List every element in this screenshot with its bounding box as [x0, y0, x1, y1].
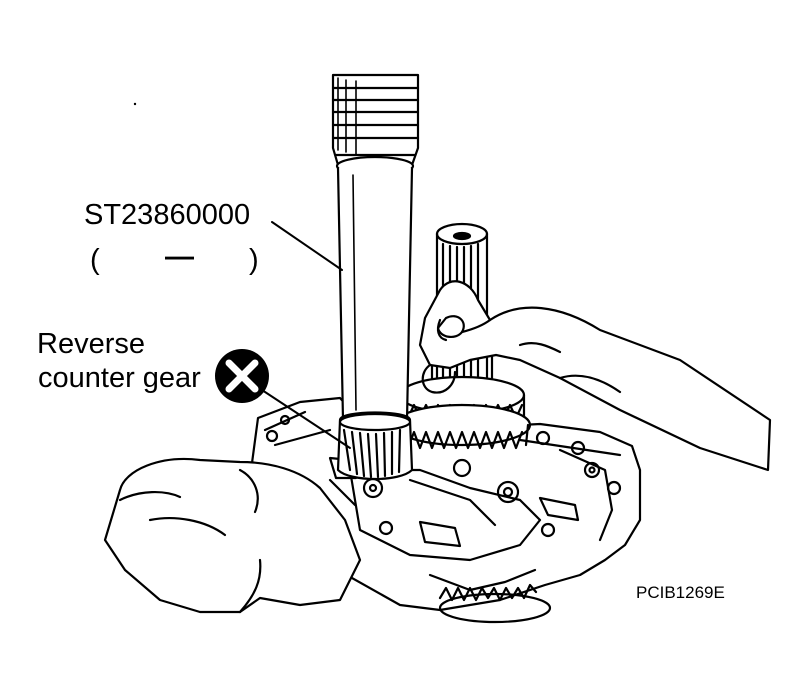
figure-code: PCIB1269E: [636, 583, 725, 602]
part-name-line1: Reverse: [37, 328, 145, 360]
part-name-line2: counter gear: [38, 362, 201, 394]
tool-kent-moore-open-paren: (: [90, 244, 100, 276]
special-tool-number: ST23860000: [84, 199, 251, 231]
right-hand: [418, 280, 772, 472]
tool-kent-moore-number: —: [165, 241, 194, 273]
part-leader-line: [261, 389, 351, 449]
tool-leader-line: [271, 221, 343, 271]
left-hand: [103, 457, 362, 614]
special-tool-drift: [331, 73, 420, 481]
leader-lines: [261, 221, 351, 449]
do-not-reuse-icon: [215, 349, 269, 403]
tool-kent-moore-close-paren: ): [249, 244, 259, 276]
